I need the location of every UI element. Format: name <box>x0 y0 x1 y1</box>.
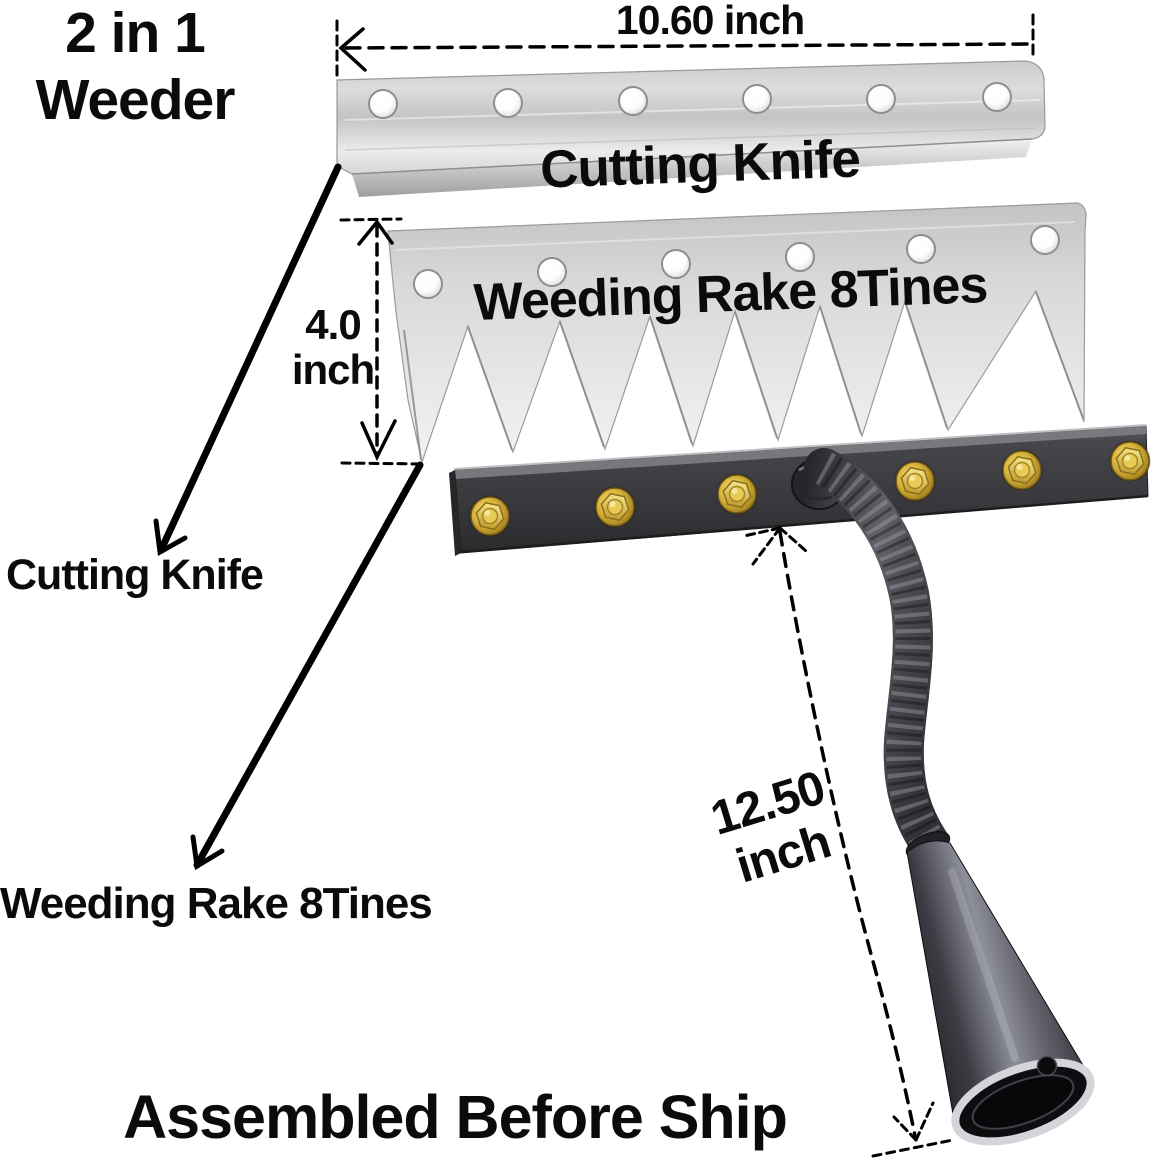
dimension-line-rake-height <box>339 217 426 466</box>
grip-end-opening <box>951 1058 1095 1146</box>
hex-bolt <box>1108 439 1152 483</box>
tine-edge-shading <box>403 291 1084 461</box>
rake-height-value: 4.0 <box>305 301 361 348</box>
assembled-before-ship-note: Assembled Before Ship <box>123 1083 788 1151</box>
product-title: 2 in 1 Weeder <box>10 0 260 134</box>
handle-shaft <box>791 448 949 862</box>
callout-arrow-cutting-knife <box>153 163 342 556</box>
product-title-line1: 2 in 1 <box>65 1 206 65</box>
dimension-line-blade-width <box>335 13 1035 81</box>
dimension-line-handle-length <box>742 526 955 1158</box>
weeding-rake-callout-label: Weeding Rake 8Tines <box>0 879 433 928</box>
rake-height-unit: inch <box>291 346 375 393</box>
rake-height-measurement: 4.0 inch <box>272 302 394 392</box>
hex-bolt <box>1000 448 1044 492</box>
hex-bolt <box>893 459 937 503</box>
hex-bolt <box>593 485 637 529</box>
weeding-rake <box>387 202 1087 465</box>
hex-bolt <box>468 494 512 538</box>
handle-grip <box>905 831 1095 1146</box>
hex-bolt <box>715 472 759 516</box>
cutting-knife-blade <box>336 60 1046 197</box>
grip-hang-hole <box>1036 1055 1058 1077</box>
product-title-line2: Weeder <box>35 68 236 132</box>
blade-width-measurement: 10.60 inch <box>615 0 805 43</box>
cutting-knife-callout-label: Cutting Knife <box>6 551 264 599</box>
callout-arrow-weeding-rake <box>190 461 424 871</box>
